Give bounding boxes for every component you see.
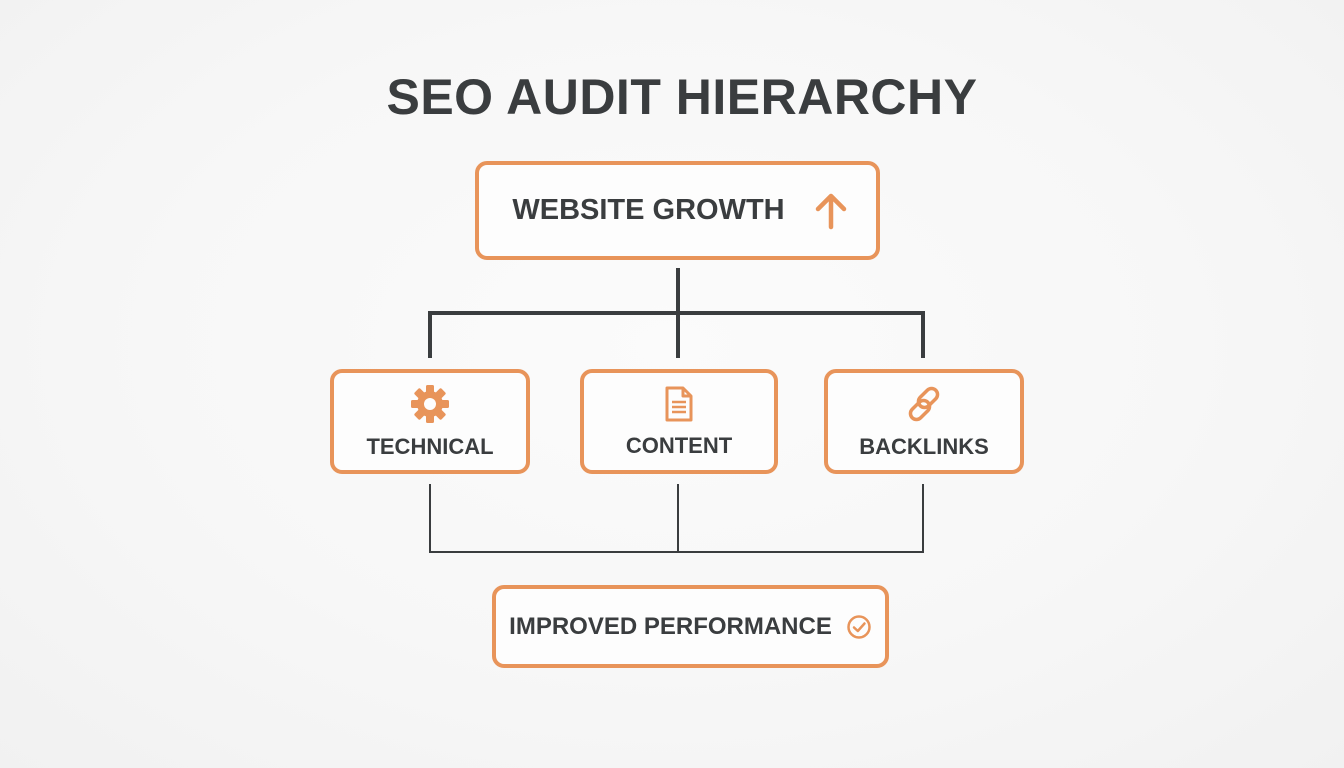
arrow-up-icon: [813, 192, 849, 230]
category-label-backlinks: BACKLINKS: [859, 433, 989, 459]
improved-performance-label: IMPROVED PERFORMANCE: [509, 612, 832, 640]
category-label-content: CONTENT: [625, 432, 733, 458]
website-growth-label: WEBSITE GROWTH: [512, 194, 785, 226]
improved-performance-node: IMPROVED PERFORMANCE: [492, 585, 889, 668]
connector-top-bar: [428, 311, 925, 358]
document-icon: [663, 385, 695, 423]
category-label-technical: TECHNICAL: [366, 433, 494, 459]
connector-bottom-bar: [429, 484, 924, 553]
category-node-content: CONTENT: [580, 369, 778, 474]
diagram-title: SEO AUDIT HIERARCHY: [386, 69, 978, 125]
gear-icon: [410, 384, 450, 424]
category-node-backlinks: BACKLINKS: [824, 369, 1024, 474]
category-node-technical: TECHNICAL: [330, 369, 530, 474]
website-growth-node: WEBSITE GROWTH: [475, 161, 880, 260]
link-icon: [904, 384, 944, 424]
check-circle-icon: [846, 614, 872, 640]
